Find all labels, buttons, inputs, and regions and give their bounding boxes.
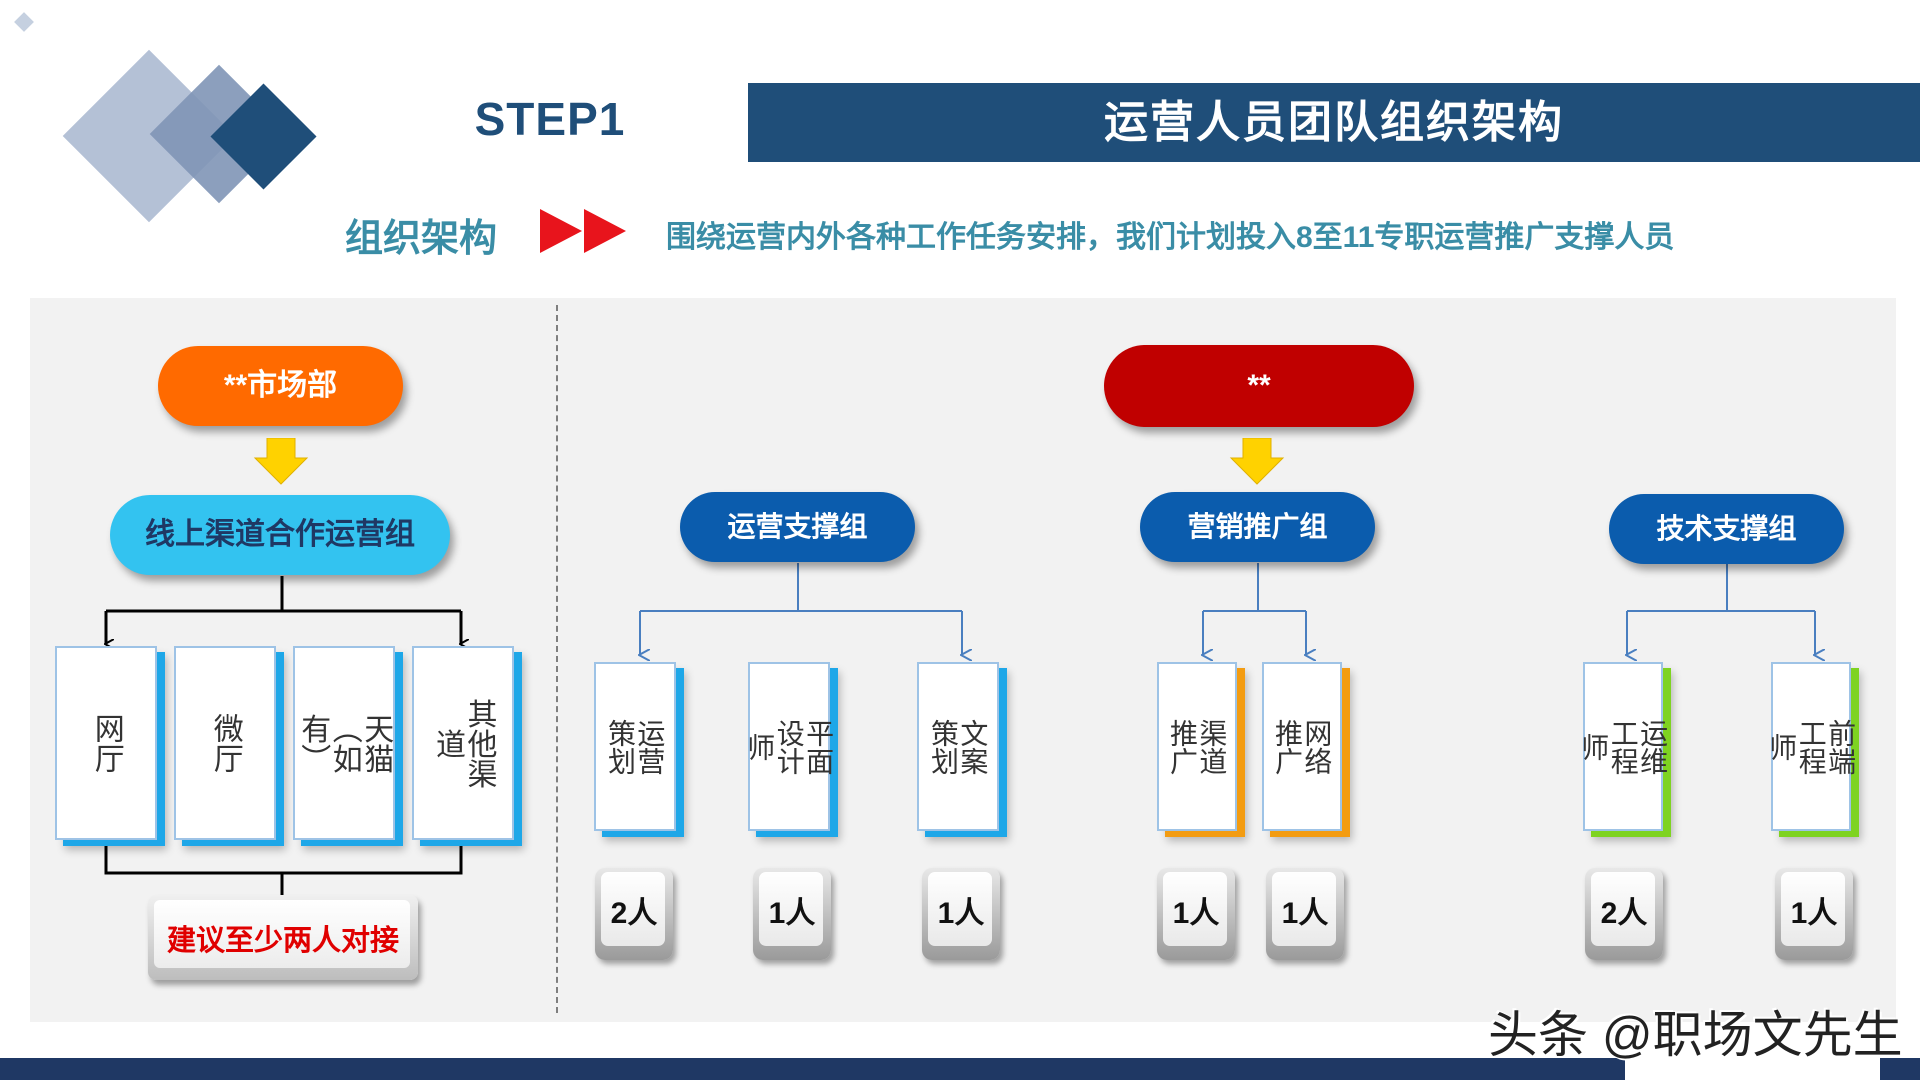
market-department-node: **市场部 bbox=[158, 346, 403, 426]
group-node-marketing: 营销推广组 bbox=[1140, 492, 1375, 562]
company-node: ** bbox=[1104, 345, 1414, 427]
channel-label: 其他渠道 bbox=[431, 698, 496, 788]
headcount-badge: 1人 bbox=[1266, 868, 1344, 960]
headcount-badge: 1人 bbox=[753, 868, 831, 960]
headcount-text: 2人 bbox=[1600, 897, 1648, 930]
role-label: 网络推广 bbox=[1272, 718, 1333, 775]
title-bar: 运营人员团队组织架构 bbox=[748, 83, 1920, 162]
role-label: 平面设计师 bbox=[744, 718, 835, 775]
suggestion-text: 建议至少两人对接 bbox=[166, 925, 399, 957]
watermark: 头条 @职场文先生 bbox=[1488, 1007, 1903, 1063]
group-node-ops-support: 运营支撑组 bbox=[680, 492, 915, 562]
footer-bar-end bbox=[1880, 1058, 1920, 1080]
headcount-text: 1人 bbox=[1790, 897, 1838, 930]
double-red-arrow-icon bbox=[540, 209, 626, 253]
suggestion-box: 建议至少两人对接 bbox=[148, 895, 418, 980]
description-text: 围绕运营内外各种工作任务安排，我们计划投入8至11专职运营推广支撑人员 bbox=[666, 221, 1675, 254]
headcount-badge: 1人 bbox=[922, 868, 1000, 960]
role-card: 渠道推广 bbox=[1157, 662, 1237, 831]
role-label: 运营策划 bbox=[605, 718, 666, 775]
channel-card: 微厅 bbox=[174, 646, 276, 840]
channel-label: 网厅 bbox=[89, 713, 123, 773]
channel-card: 网厅 bbox=[55, 646, 157, 840]
role-card: 平面设计师 bbox=[744, 662, 835, 831]
footer-bar bbox=[0, 1058, 1625, 1080]
headcount-text: 1人 bbox=[1281, 897, 1329, 930]
headcount-badge: 1人 bbox=[1775, 868, 1853, 960]
role-card: 网络推广 bbox=[1262, 662, 1342, 831]
headcount-text: 1人 bbox=[1172, 897, 1220, 930]
group-node-tech-support: 技术支撑组 bbox=[1609, 494, 1844, 564]
headcount-badge: 2人 bbox=[1585, 868, 1663, 960]
role-card: 文案策划 bbox=[917, 662, 999, 831]
role-card: 前端工程师 bbox=[1766, 662, 1856, 831]
headcount-text: 2人 bbox=[610, 897, 658, 930]
channel-label: 微厅 bbox=[208, 713, 242, 773]
divider-line bbox=[556, 305, 558, 1013]
channel-card: 天猫（如有） bbox=[293, 646, 395, 840]
headcount-badge: 1人 bbox=[1157, 868, 1235, 960]
role-label: 前端工程师 bbox=[1766, 718, 1857, 775]
role-card: 运营策划 bbox=[594, 662, 676, 831]
section-label: 组织架构 bbox=[345, 218, 498, 260]
role-label: 运维工程师 bbox=[1578, 718, 1669, 775]
step-label: STEP1 bbox=[474, 93, 626, 145]
role-label: 渠道推广 bbox=[1167, 718, 1228, 775]
role-label: 文案策划 bbox=[928, 718, 989, 775]
headcount-badge: 2人 bbox=[595, 868, 673, 960]
yellow-down-arrow-icon bbox=[1229, 438, 1285, 485]
page-title: 运营人员团队组织架构 bbox=[1104, 98, 1564, 147]
yellow-down-arrow-icon bbox=[253, 438, 309, 485]
channel-card: 其他渠道 bbox=[412, 646, 514, 840]
channel-label: 天猫（如有） bbox=[296, 713, 393, 773]
role-card: 运维工程师 bbox=[1578, 662, 1668, 831]
online-channel-group-node: 线上渠道合作运营组 bbox=[110, 495, 450, 575]
headcount-text: 1人 bbox=[937, 897, 985, 930]
headcount-text: 1人 bbox=[768, 897, 816, 930]
